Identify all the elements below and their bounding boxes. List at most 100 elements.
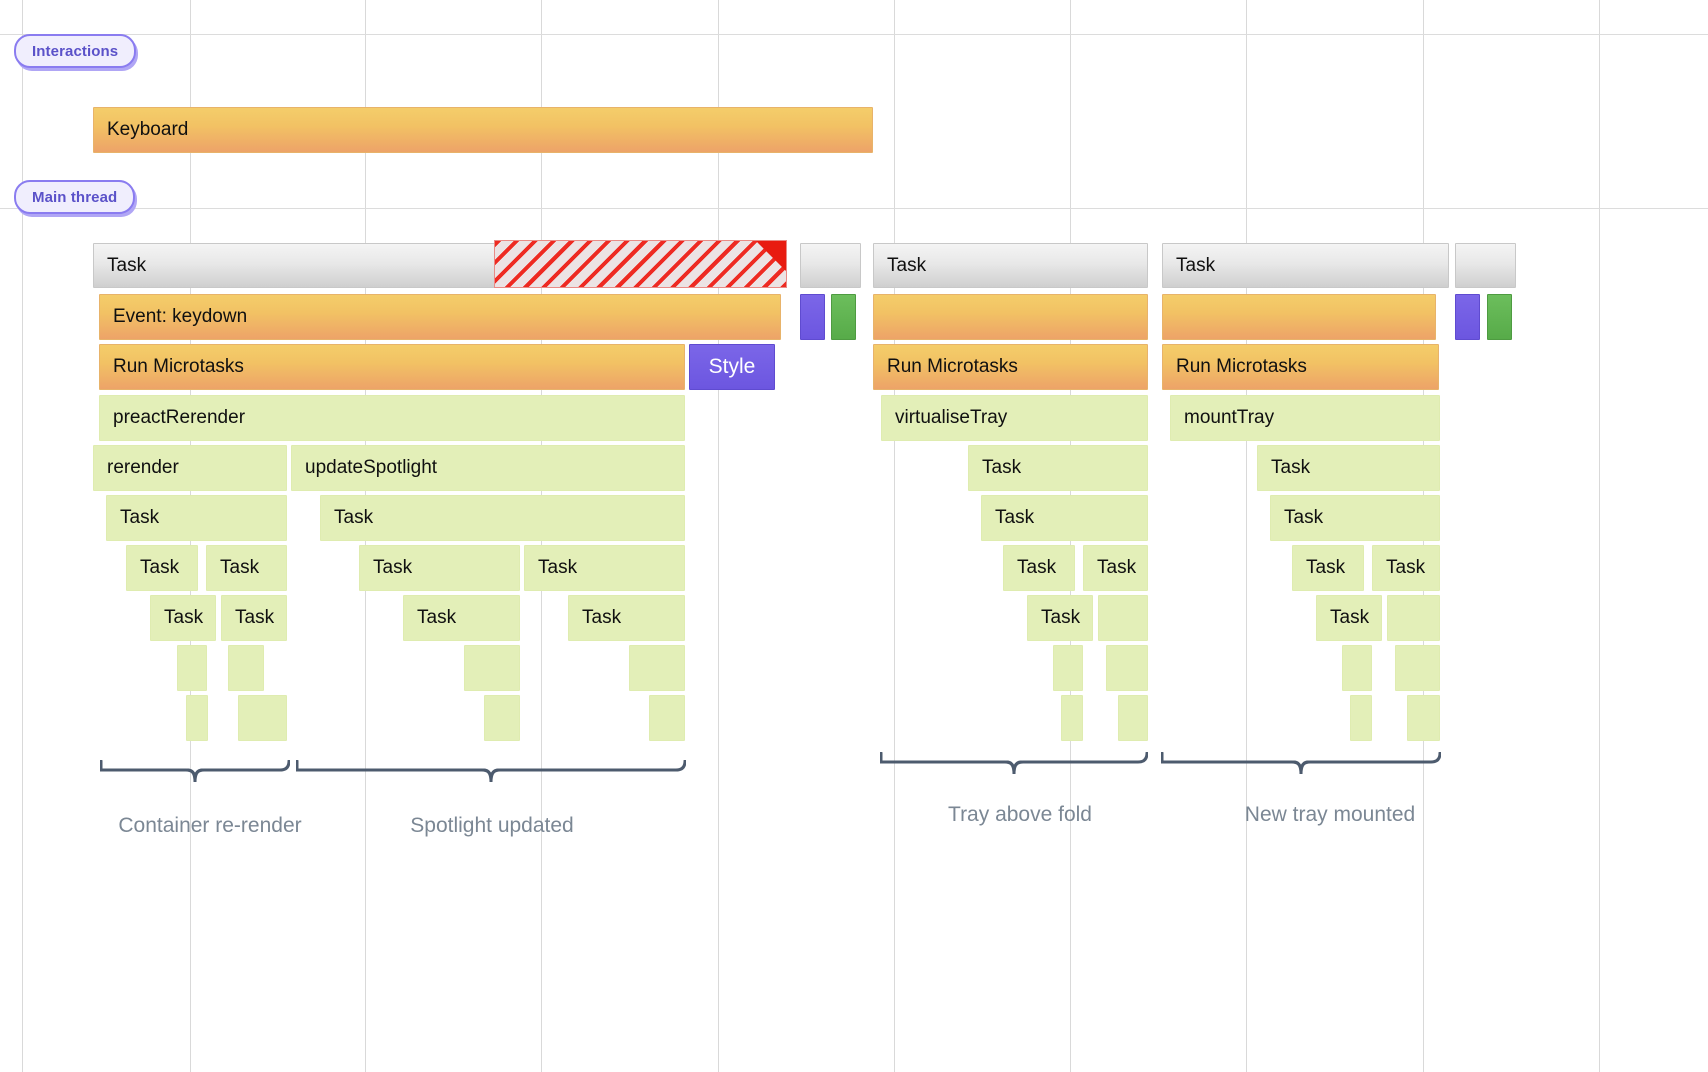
- track-pill-main-thread-label: Main thread: [32, 188, 118, 206]
- flame-bar-r7-task-0-label: Task: [164, 607, 204, 628]
- flame-bar-r6-task-4-label: Task: [1017, 557, 1057, 578]
- flame-bar-r7-task-6[interactable]: Task: [1316, 595, 1382, 641]
- flame-bar-r3-mounttray-2[interactable]: mountTray: [1170, 395, 1440, 441]
- flame-bar-r0-task-2[interactable]: Task: [873, 243, 1148, 288]
- bracket-svg: [880, 752, 1148, 775]
- flame-bar-r9-green-chip-2[interactable]: [484, 695, 520, 741]
- flame-bar-r9-green-chip-0[interactable]: [186, 695, 208, 741]
- flame-bar-r7-green-chip-7[interactable]: [1387, 595, 1440, 641]
- flame-bar-r5-task-1[interactable]: Task: [320, 495, 685, 541]
- flame-bar-r2-run-microtasks-3[interactable]: Run Microtasks: [1162, 344, 1439, 390]
- flame-bar-r1-event-keydown-0-label: Event: keydown: [113, 306, 248, 327]
- flame-bar-r8-green-chip-0[interactable]: [177, 645, 207, 691]
- flame-bar-r4-task-2[interactable]: Task: [968, 445, 1148, 491]
- flame-bar-r8-green-chip-2[interactable]: [464, 645, 520, 691]
- flame-bar-r9-green-chip-6[interactable]: [1350, 695, 1372, 741]
- flame-bar-r1-event-keydown-0[interactable]: Event: keydown: [99, 294, 781, 340]
- flame-bar-r8-green-chip-4[interactable]: [1053, 645, 1083, 691]
- flame-bar-r6-task-0[interactable]: Task: [126, 545, 198, 591]
- flame-bar-r1-purple-chip-chip-1[interactable]: [800, 294, 825, 340]
- flame-bar-r3-mounttray-2-label: mountTray: [1184, 407, 1275, 428]
- flame-bar-r8-green-chip-6[interactable]: [1342, 645, 1372, 691]
- flame-bar-r2-style-1[interactable]: Style: [689, 344, 775, 390]
- flame-bar-r1-orange-chip-4[interactable]: [1162, 294, 1436, 340]
- bracket-container-re-render: [100, 760, 290, 788]
- flame-bar-r6-task-1[interactable]: Task: [206, 545, 287, 591]
- bracket-tick: [1005, 760, 1023, 775]
- flame-bar-r5-task-2[interactable]: Task: [981, 495, 1148, 541]
- gridline-v-9: [1599, 0, 1600, 1072]
- flame-bar-r0-task-2-label: Task: [887, 254, 927, 276]
- flame-bar-r5-task-0[interactable]: Task: [106, 495, 287, 541]
- flame-bar-r4-rerender-0[interactable]: rerender: [93, 445, 287, 491]
- flame-bar-r8-green-chip-1[interactable]: [228, 645, 264, 691]
- flame-bar-r2-run-microtasks-0[interactable]: Run Microtasks: [99, 344, 685, 390]
- flame-bar-r9-green-chip-1[interactable]: [238, 695, 287, 741]
- bracket-label-tray-above-fold: Tray above fold: [948, 803, 1092, 826]
- bracket-svg: [100, 760, 290, 783]
- flame-bar-r0-grey-chip-4[interactable]: [1455, 243, 1516, 288]
- gridline-v-5: [894, 0, 895, 1072]
- flame-bar-r1-purple-chip-chip-5[interactable]: [1455, 294, 1480, 340]
- flame-bar-r0-task-0-label: Task: [107, 254, 147, 276]
- flame-bar-r2-run-microtasks-2-label: Run Microtasks: [887, 356, 1018, 377]
- flame-bar-r6-task-6-label: Task: [1306, 557, 1346, 578]
- flame-bar-r4-task-3-label: Task: [1271, 457, 1311, 478]
- flame-bar-r7-task-4-label: Task: [1041, 607, 1081, 628]
- gridline-v-4: [718, 0, 719, 1072]
- flame-bar-r5-task-3-label: Task: [1284, 507, 1324, 528]
- flame-bar-r7-task-1[interactable]: Task: [221, 595, 287, 641]
- flame-bar-r0-grey-chip-1[interactable]: [800, 243, 861, 288]
- flame-bar-r7-task-3-label: Task: [582, 607, 622, 628]
- flame-bar-r6-task-6[interactable]: Task: [1292, 545, 1364, 591]
- flame-bar-r6-task-3[interactable]: Task: [524, 545, 685, 591]
- flame-bar-r9-green-chip-4[interactable]: [1061, 695, 1083, 741]
- flame-bar-r9-green-chip-7[interactable]: [1407, 695, 1440, 741]
- flame-bar-r7-task-3[interactable]: Task: [568, 595, 685, 641]
- flame-bar-r6-task-3-label: Task: [538, 557, 578, 578]
- flame-bar-r0-task-3[interactable]: Task: [1162, 243, 1449, 288]
- flame-bar-r4-updatespotlight-1[interactable]: updateSpotlight: [291, 445, 685, 491]
- flame-bar-r6-task-5[interactable]: Task: [1083, 545, 1148, 591]
- interaction-bar-keyboard-label: Keyboard: [107, 119, 189, 140]
- bracket-tick: [482, 768, 500, 783]
- flame-bar-r4-task-2-label: Task: [982, 457, 1022, 478]
- track-pill-interactions-label: Interactions: [32, 42, 119, 60]
- flame-bar-r8-green-chip-7[interactable]: [1395, 645, 1440, 691]
- bracket-svg: [296, 760, 686, 783]
- flame-bar-r9-green-chip-3[interactable]: [649, 695, 685, 741]
- flame-bar-r7-task-1-label: Task: [235, 607, 275, 628]
- flame-bar-r2-run-microtasks-3-label: Run Microtasks: [1176, 356, 1307, 377]
- flame-bar-r5-task-3[interactable]: Task: [1270, 495, 1440, 541]
- flame-bar-r7-task-0[interactable]: Task: [150, 595, 216, 641]
- flame-bar-r1-green-chip-chip-6[interactable]: [1487, 294, 1512, 340]
- gridline-h-1: [0, 208, 1708, 209]
- flame-bar-r2-run-microtasks-2[interactable]: Run Microtasks: [873, 344, 1148, 390]
- bracket-label-new-tray-mounted: New tray mounted: [1244, 803, 1416, 826]
- long-task-warning-overlay[interactable]: [494, 240, 787, 288]
- flame-bar-r6-task-4[interactable]: Task: [1003, 545, 1075, 591]
- flame-bar-r6-task-2[interactable]: Task: [359, 545, 520, 591]
- flame-bar-r3-preactrerender-0[interactable]: preactRerender: [99, 395, 685, 441]
- flame-bar-r8-green-chip-3[interactable]: [629, 645, 685, 691]
- interaction-bar-keyboard[interactable]: Keyboard: [93, 107, 873, 153]
- track-pill-interactions[interactable]: Interactions: [14, 34, 137, 68]
- flame-bar-r4-task-3[interactable]: Task: [1257, 445, 1440, 491]
- bracket-label-spotlight-updated: Spotlight updated: [410, 814, 574, 837]
- flame-bar-r7-green-chip-5[interactable]: [1098, 595, 1148, 641]
- flame-bar-r7-task-4[interactable]: Task: [1027, 595, 1093, 641]
- flame-bar-r1-green-chip-chip-2[interactable]: [831, 294, 856, 340]
- flame-bar-r5-task-2-label: Task: [995, 507, 1035, 528]
- flame-bar-r8-green-chip-5[interactable]: [1106, 645, 1148, 691]
- long-task-corner-triangle-icon: [756, 241, 786, 271]
- flame-bar-r3-virtualisetray-1[interactable]: virtualiseTray: [881, 395, 1148, 441]
- flame-bar-r6-task-7[interactable]: Task: [1372, 545, 1440, 591]
- track-pill-main-thread[interactable]: Main thread: [14, 180, 136, 214]
- flame-bar-r1-orange-chip-3[interactable]: [873, 294, 1148, 340]
- bracket-svg: [1161, 752, 1441, 775]
- flame-bar-r9-green-chip-5[interactable]: [1118, 695, 1148, 741]
- flame-bar-r6-task-1-label: Task: [220, 557, 260, 578]
- flame-bar-r6-task-7-label: Task: [1386, 557, 1426, 578]
- flame-bar-r7-task-2[interactable]: Task: [403, 595, 520, 641]
- gridline-h-0: [0, 34, 1708, 35]
